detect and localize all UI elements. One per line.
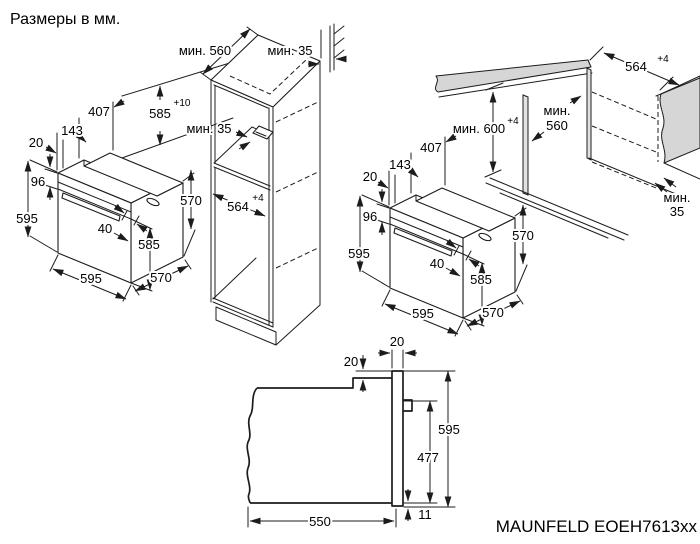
svg-text:96: 96 [31, 174, 45, 189]
svg-text:570: 570 [150, 270, 172, 285]
svg-text:585: 585 [138, 237, 160, 252]
svg-text:477: 477 [417, 450, 439, 465]
front-frame [391, 370, 404, 507]
dim-worktop-niche-depth: мин. 560 [531, 95, 582, 142]
mounting-tab [403, 399, 413, 412]
dim-left-oven-height: 595 [14, 159, 58, 253]
svg-text:585: 585 [149, 106, 171, 121]
dim-cabinet-niche-width: 564 +4 [212, 191, 266, 217]
svg-text:11: 11 [418, 507, 432, 522]
worktop-drawing: 564 +4 мин. 600 +4 мин. 560 мин. 35 [434, 46, 700, 241]
tall-cabinet-drawing: мин. 560 мин. 35 585 +10 мин. 35 564 +4 [121, 23, 347, 346]
page-title: Размеры в мм. [10, 11, 120, 28]
svg-text:40: 40 [98, 221, 112, 236]
svg-text:40: 40 [430, 256, 444, 271]
svg-text:143: 143 [389, 157, 411, 172]
dim-left-oven-body-height: 570 [178, 169, 204, 257]
svg-text:+4: +4 [507, 116, 519, 127]
dim-profile-top-gap: 20 [342, 352, 367, 392]
svg-text:595: 595 [412, 306, 434, 321]
dim-worktop-niche-height: мин. 600 +4 [451, 82, 521, 178]
dim-profile-depth: 550 [249, 512, 395, 531]
svg-text:570: 570 [512, 228, 534, 243]
oven-handle [393, 227, 453, 257]
dim-right-oven-panel-depth: 143 [387, 155, 419, 178]
side-grip-hole [478, 232, 492, 242]
left-oven-drawing: 20 143 407 96 595 40 [14, 98, 204, 302]
svg-text:560: 560 [546, 118, 568, 133]
niche-side-panel [522, 94, 529, 196]
vent-slot [252, 125, 274, 140]
right-oven-drawing: 20 143 407 96 595 40 [346, 133, 536, 337]
svg-text:595: 595 [80, 271, 102, 286]
svg-text:20: 20 [363, 169, 377, 184]
side-profile-drawing: 20 20 595 477 11 550 [246, 332, 462, 531]
svg-text:+4: +4 [657, 54, 669, 65]
svg-text:20: 20 [390, 334, 404, 349]
dim-left-oven-width: 595 [49, 254, 132, 302]
dim-left-oven-depth: 570 [132, 259, 192, 296]
dim-worktop-wall-gap: мин. 35 [654, 177, 693, 221]
svg-text:мин. 600: мин. 600 [453, 121, 505, 136]
svg-text:585: 585 [470, 272, 492, 287]
dim-profile-height: 595 [436, 370, 462, 508]
svg-text:564: 564 [227, 199, 249, 214]
dim-right-oven-depth: 570 [464, 294, 524, 331]
svg-text:407: 407 [88, 104, 110, 119]
dim-left-oven-panel-height: 96 [29, 154, 58, 200]
dim-right-oven-width: 595 [381, 289, 464, 337]
svg-text:595: 595 [438, 422, 460, 437]
dim-profile-frame-width: 20 [378, 332, 417, 369]
worktop-slab [434, 59, 592, 93]
svg-text:мин. 560: мин. 560 [179, 43, 231, 58]
svg-text:564: 564 [625, 59, 647, 74]
side-grip-hole [146, 197, 160, 207]
dim-right-oven-depth-top: 407 [418, 133, 457, 157]
dim-right-oven-height: 595 [346, 194, 390, 288]
dim-cabinet-niche-height: 585 +10 [147, 85, 193, 146]
oven-handle [61, 192, 121, 222]
svg-text:+10: +10 [174, 98, 191, 109]
dim-left-oven-panel-depth: 143 [59, 121, 87, 143]
svg-text:35: 35 [670, 204, 684, 219]
svg-text:мин.: мин. [664, 190, 691, 205]
svg-text:570: 570 [482, 305, 504, 320]
svg-text:+4: +4 [252, 193, 264, 204]
dim-left-oven-handle-depth: 40 [96, 203, 148, 242]
svg-text:550: 550 [309, 514, 331, 529]
svg-text:96: 96 [363, 209, 377, 224]
svg-text:мин.: мин. [544, 103, 571, 118]
svg-text:595: 595 [16, 211, 38, 226]
svg-text:мин. 35: мин. 35 [186, 121, 231, 136]
dim-right-oven-handle-depth: 40 [428, 238, 480, 277]
dim-cabinet-wall-gap: мин. 35 [265, 41, 347, 68]
model-label: MAUNFELD EOEH7613xx [496, 517, 698, 536]
svg-text:143: 143 [61, 123, 83, 138]
svg-text:570: 570 [180, 193, 202, 208]
svg-text:407: 407 [420, 140, 442, 155]
svg-text:595: 595 [348, 246, 370, 261]
dim-left-oven-depth-top: 407 [86, 98, 125, 121]
cut-edge [246, 387, 258, 504]
dim-right-oven-body-height: 570 [510, 204, 536, 292]
dim-right-oven-panel-height: 96 [361, 189, 390, 235]
dim-right-oven-front-gap: 20 [361, 167, 389, 189]
dim-profile-bottom-overhang: 11 [404, 489, 434, 524]
dim-right-oven-door-height: 585 [462, 253, 494, 327]
dim-profile-rear-height: 477 [415, 400, 441, 504]
dim-left-oven-front-gap: 20 [27, 133, 57, 154]
svg-text:20: 20 [344, 354, 358, 369]
rear-wall-panel [659, 75, 700, 164]
svg-text:мин. 35: мин. 35 [267, 43, 312, 58]
dim-cabinet-vent-gap: мин. 35 [184, 119, 251, 151]
dim-worktop-niche-width: 564 +4 [589, 46, 680, 91]
svg-text:20: 20 [29, 135, 43, 150]
dim-cabinet-niche-depth: мин. 560 [177, 26, 259, 81]
